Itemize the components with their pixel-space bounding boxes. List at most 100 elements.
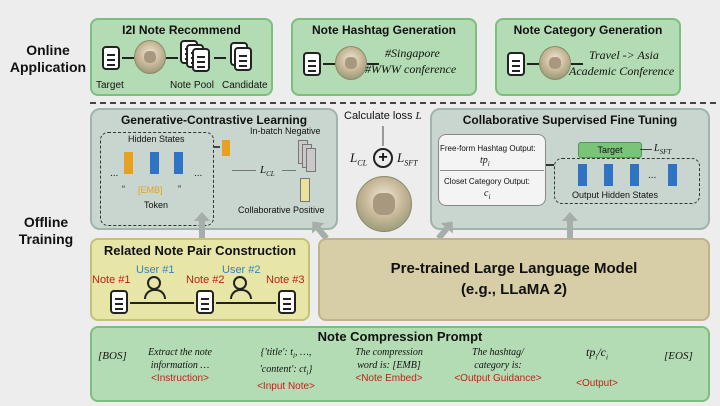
prompt-output-guidance: The hashtag/ category is: <Output Guidan… xyxy=(454,347,542,384)
pair-link xyxy=(130,302,194,304)
gcl-title: Generative-Contrastive Learning xyxy=(120,113,308,127)
up-arrow xyxy=(562,212,578,238)
csft-panel: Collaborative Supervised Fine Tuning Fre… xyxy=(430,108,710,230)
note2-icon xyxy=(196,290,214,314)
pair-link xyxy=(216,302,276,304)
llm-subtitle: (e.g., LLaMA 2) xyxy=(460,281,568,298)
note3-label: Note #3 xyxy=(266,274,305,286)
arrow-line xyxy=(367,63,379,65)
plus-icon: + xyxy=(373,148,393,168)
prompt-output: tpi/ci <Output> xyxy=(576,345,618,390)
category-output-2: Academic Conference xyxy=(569,64,675,78)
user2-icon xyxy=(233,276,247,290)
prompt-title: Note Compression Prompt xyxy=(317,329,483,344)
user1-label: User #1 xyxy=(136,264,175,276)
output-hidden-label: Output Hidden States xyxy=(572,190,659,200)
i2i-title: I2I Note Recommend xyxy=(122,23,241,37)
llama-icon xyxy=(335,46,367,80)
hidden-states-label: Hidden States xyxy=(128,134,185,144)
note1-label: Note #1 xyxy=(92,274,131,286)
user2-label: User #2 xyxy=(222,264,261,276)
prompt-input-note: {'title': ti, …, 'content': cti} <Input … xyxy=(257,347,315,392)
candidate-label: Candidate xyxy=(222,80,268,91)
hashtag-output-2: #WWW conference xyxy=(365,62,457,76)
related-note-pair-panel: Related Note Pair Construction User #1 U… xyxy=(90,238,310,321)
up-arrow xyxy=(194,212,210,238)
online-offline-divider xyxy=(90,102,716,104)
note3-icon xyxy=(278,290,296,314)
gcl-loss-label: LCL xyxy=(260,164,275,179)
hidden-state-bar-orange xyxy=(124,152,133,174)
output-hidden-bar xyxy=(668,164,677,186)
offline-training-label: Offline Training xyxy=(18,214,74,247)
category-output-var: ci xyxy=(484,188,491,201)
llama-icon xyxy=(539,46,571,80)
output-hidden-bar xyxy=(578,164,587,186)
output-hidden-bar xyxy=(630,164,639,186)
emb-token: [EMB] xyxy=(138,185,163,195)
arrow-line xyxy=(546,164,554,166)
dots-right: ... xyxy=(194,168,203,179)
lsft-label: LSFT xyxy=(397,150,418,168)
pretrained-llm-panel: Pre-trained Large Language Model (e.g., … xyxy=(318,238,710,321)
note-icon xyxy=(507,52,525,76)
positive-bar xyxy=(300,178,310,202)
note-compression-prompt-panel: Note Compression Prompt [BOS] Extract th… xyxy=(90,326,710,402)
note-icon xyxy=(303,52,321,76)
token-label: Token xyxy=(144,200,169,210)
collaborative-positive-label: Collaborative Positive xyxy=(238,205,325,215)
arrow-line xyxy=(571,63,583,65)
in-batch-negative-label: In-batch Negative xyxy=(250,126,321,136)
arrow-line xyxy=(214,146,220,148)
arrow-line xyxy=(122,57,134,59)
bos-token: [BOS] xyxy=(98,350,127,362)
embedding-bar xyxy=(222,140,230,156)
note-pool-label: Note Pool xyxy=(170,80,214,91)
note1-icon xyxy=(110,290,128,314)
quote-close: ” xyxy=(178,184,181,194)
dots-left: ... xyxy=(110,168,119,179)
llama-icon xyxy=(134,40,166,74)
arrow-line xyxy=(282,170,296,171)
pair-title: Related Note Pair Construction xyxy=(103,243,297,258)
output-dots: ... xyxy=(648,170,657,181)
user2-body xyxy=(230,289,252,299)
note2-label: Note #2 xyxy=(186,274,225,286)
online-application-label: Online Application xyxy=(9,42,87,75)
arrow-line xyxy=(166,57,178,59)
hidden-states-group xyxy=(100,132,214,226)
target-label: Target xyxy=(96,80,124,91)
target-note-icon xyxy=(102,46,120,70)
prompt-instruction: Extract the note information … <Instruct… xyxy=(148,347,212,384)
user1-body xyxy=(144,289,166,299)
candidate-note-icon xyxy=(234,47,252,71)
gcl-panel: Generative-Contrastive Learning Hidden S… xyxy=(90,108,338,230)
csft-loss-label: LSFT xyxy=(654,143,672,156)
hidden-state-bar-blue xyxy=(150,152,159,174)
arrow-line xyxy=(527,63,539,65)
arrow-line xyxy=(640,149,652,150)
target-box: Target xyxy=(578,142,642,158)
category-title: Note Category Generation xyxy=(513,23,663,37)
hashtag-output-var: tpi xyxy=(480,155,490,168)
hashtag-generation-panel: Note Hashtag Generation #Singapore #WWW … xyxy=(291,18,477,96)
hidden-state-bar-blue xyxy=(174,152,183,174)
category-output-label: Closet Category Output: xyxy=(444,177,530,186)
hashtag-output-label: Free-form Hashtag Output: xyxy=(440,144,536,153)
loss-arrow xyxy=(382,126,384,146)
lcl-label: LCL xyxy=(350,150,368,168)
category-output-1: Travel -> Asia xyxy=(589,48,659,62)
arrow-line xyxy=(323,63,335,65)
i2i-note-recommend-panel: I2I Note Recommend Target Note Pool Cand… xyxy=(90,18,273,96)
note-pool-icon xyxy=(192,48,210,72)
quote-open: “ xyxy=(122,184,125,194)
prompt-note-embed: The compression word is: [EMB] <Note Emb… xyxy=(355,347,423,384)
arrow-line xyxy=(214,57,226,59)
llama-center-icon xyxy=(356,176,412,232)
output-hidden-bar xyxy=(604,164,613,186)
hashtag-title: Note Hashtag Generation xyxy=(311,23,457,37)
category-generation-panel: Note Category Generation Travel -> Asia … xyxy=(495,18,681,96)
csft-title: Collaborative Supervised Fine Tuning xyxy=(462,113,678,127)
user1-icon xyxy=(147,276,161,290)
eos-token: [EOS] xyxy=(664,350,693,362)
